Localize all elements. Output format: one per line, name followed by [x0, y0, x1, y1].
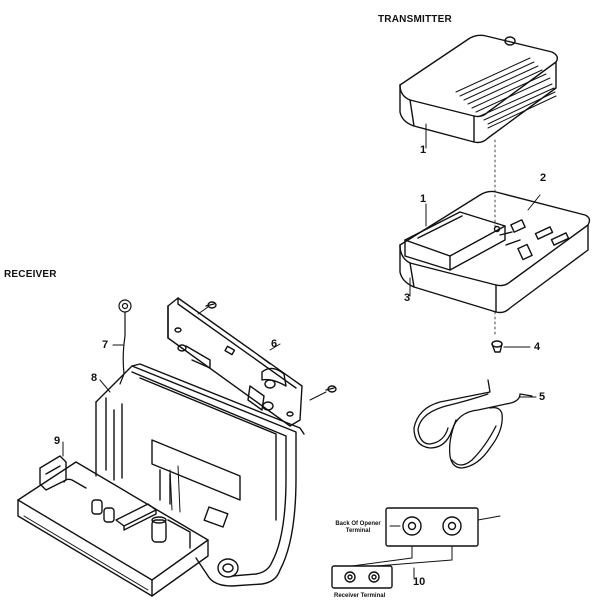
- callout-5: 5: [539, 391, 546, 403]
- callout-7: 7: [102, 339, 109, 351]
- circuit-board-part-9: [17, 455, 209, 597]
- transmitter-open: [399, 190, 591, 314]
- callout-4: 4: [534, 341, 541, 353]
- visor-clip-part-5: [413, 379, 537, 469]
- back-of-opener-terminal-label: Back Of Opener Terminal: [335, 521, 381, 534]
- leader-2: [527, 194, 541, 211]
- antenna-part-7: [112, 299, 132, 385]
- callout-1a: 1: [420, 144, 427, 156]
- callout-2: 2: [540, 172, 547, 184]
- housing-part-8: [95, 363, 305, 587]
- callout-10: 10: [413, 576, 426, 588]
- callout-6: 6: [271, 338, 278, 350]
- bracket-part-6: [167, 297, 337, 427]
- callout-1b: 1: [420, 193, 427, 205]
- callout-9: 9: [54, 435, 61, 447]
- terminal-part-10: [331, 507, 501, 589]
- transmitter-closed: [399, 34, 559, 144]
- callout-8: 8: [91, 372, 98, 384]
- clip-part-4: [491, 340, 531, 353]
- callout-3: 3: [404, 292, 411, 304]
- receiver-terminal-label: Receiver Terminal: [334, 593, 386, 599]
- receiver-title: RECEIVER: [4, 269, 57, 280]
- transmitter-title: TRANSMITTER: [378, 14, 452, 25]
